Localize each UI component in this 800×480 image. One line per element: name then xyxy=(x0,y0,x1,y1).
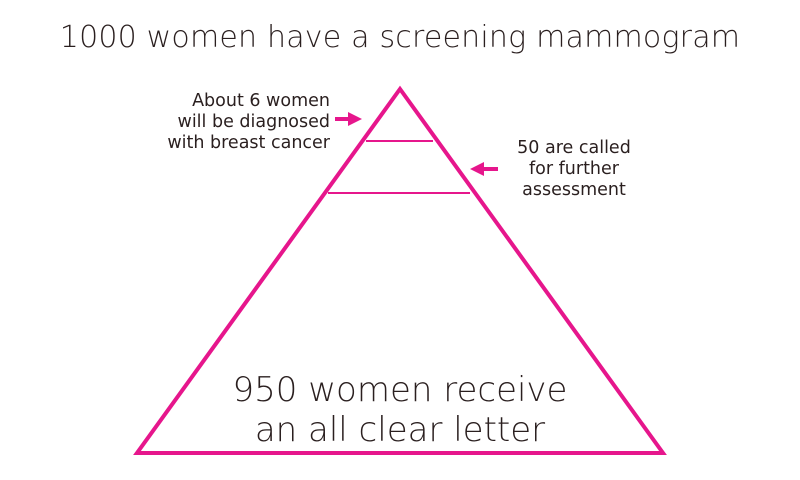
diagnosed-label-line: will be diagnosed xyxy=(177,112,331,132)
assessment-label-line: assessment xyxy=(522,180,626,200)
diagnosed-label-line: with breast cancer xyxy=(167,133,330,153)
all-clear-label-line: an all clear letter xyxy=(254,410,546,450)
all-clear-label: 950 women receive an all clear letter xyxy=(150,370,650,450)
diagram-title: 1000 women have a screening mammogram xyxy=(59,20,741,55)
arrow-right-icon xyxy=(335,112,362,126)
pyramid-outline xyxy=(133,85,667,455)
assessment-label: 50 are called for further assessment xyxy=(494,138,654,201)
assessment-label-line: for further xyxy=(529,159,619,179)
assessment-label-line: 50 are called xyxy=(517,138,631,158)
diagnosed-label-line: About 6 women xyxy=(192,91,330,111)
diagnosed-label: About 6 women will be diagnosed with bre… xyxy=(110,91,330,154)
arrow-left-icon xyxy=(470,162,498,176)
all-clear-label-line: 950 women receive xyxy=(232,370,568,410)
